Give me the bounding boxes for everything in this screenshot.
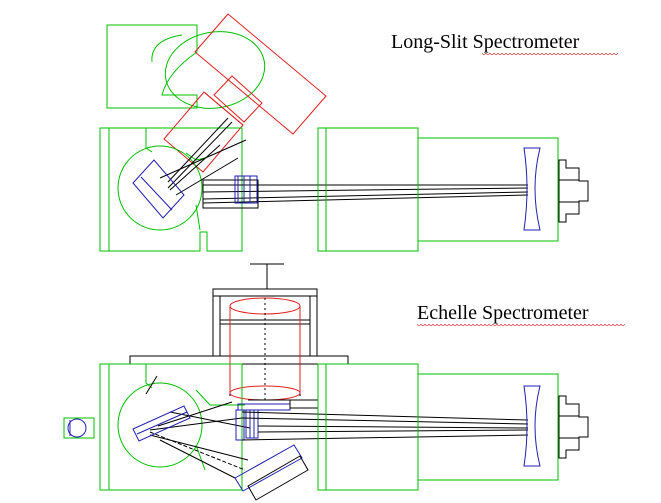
echelle-spectrometer	[63, 263, 589, 501]
optical-tube-top	[202, 179, 529, 209]
echelle-grating-face	[136, 411, 188, 435]
tilted-camera	[163, 13, 327, 173]
main-housing-right-bottom	[317, 363, 559, 491]
spellcheck-underline	[417, 324, 625, 327]
grating-top-face	[140, 176, 173, 211]
slit-unit-top	[234, 175, 258, 204]
echelle-title: Echelle Spectrometer	[417, 302, 589, 324]
main-housing-right	[317, 127, 559, 252]
cross-disperser	[234, 444, 303, 492]
mirror-mount-top	[558, 159, 589, 223]
long-slit-title: Long-Slit Spectrometer	[391, 31, 580, 53]
external-slit-unit	[63, 417, 95, 439]
camera-cylinder	[229, 297, 301, 401]
grating-beams	[159, 117, 247, 196]
slit-unit-bottom	[235, 403, 291, 441]
main-housing-left	[99, 127, 243, 252]
collimator-mirror-bottom	[523, 385, 541, 467]
optical-tube-bottom	[241, 399, 529, 441]
echelle-beams	[145, 375, 251, 479]
collimator-mirror-top	[523, 147, 541, 231]
upper-camera-housing	[106, 24, 266, 109]
cross-disperser-mount	[247, 455, 309, 501]
long-slit-spectrometer	[99, 13, 589, 252]
grating-top	[132, 159, 185, 219]
mirror-mount-bottom	[558, 395, 589, 459]
spellcheck-underline	[482, 53, 618, 56]
echelle-grating	[132, 405, 191, 442]
camera-support	[129, 263, 349, 396]
